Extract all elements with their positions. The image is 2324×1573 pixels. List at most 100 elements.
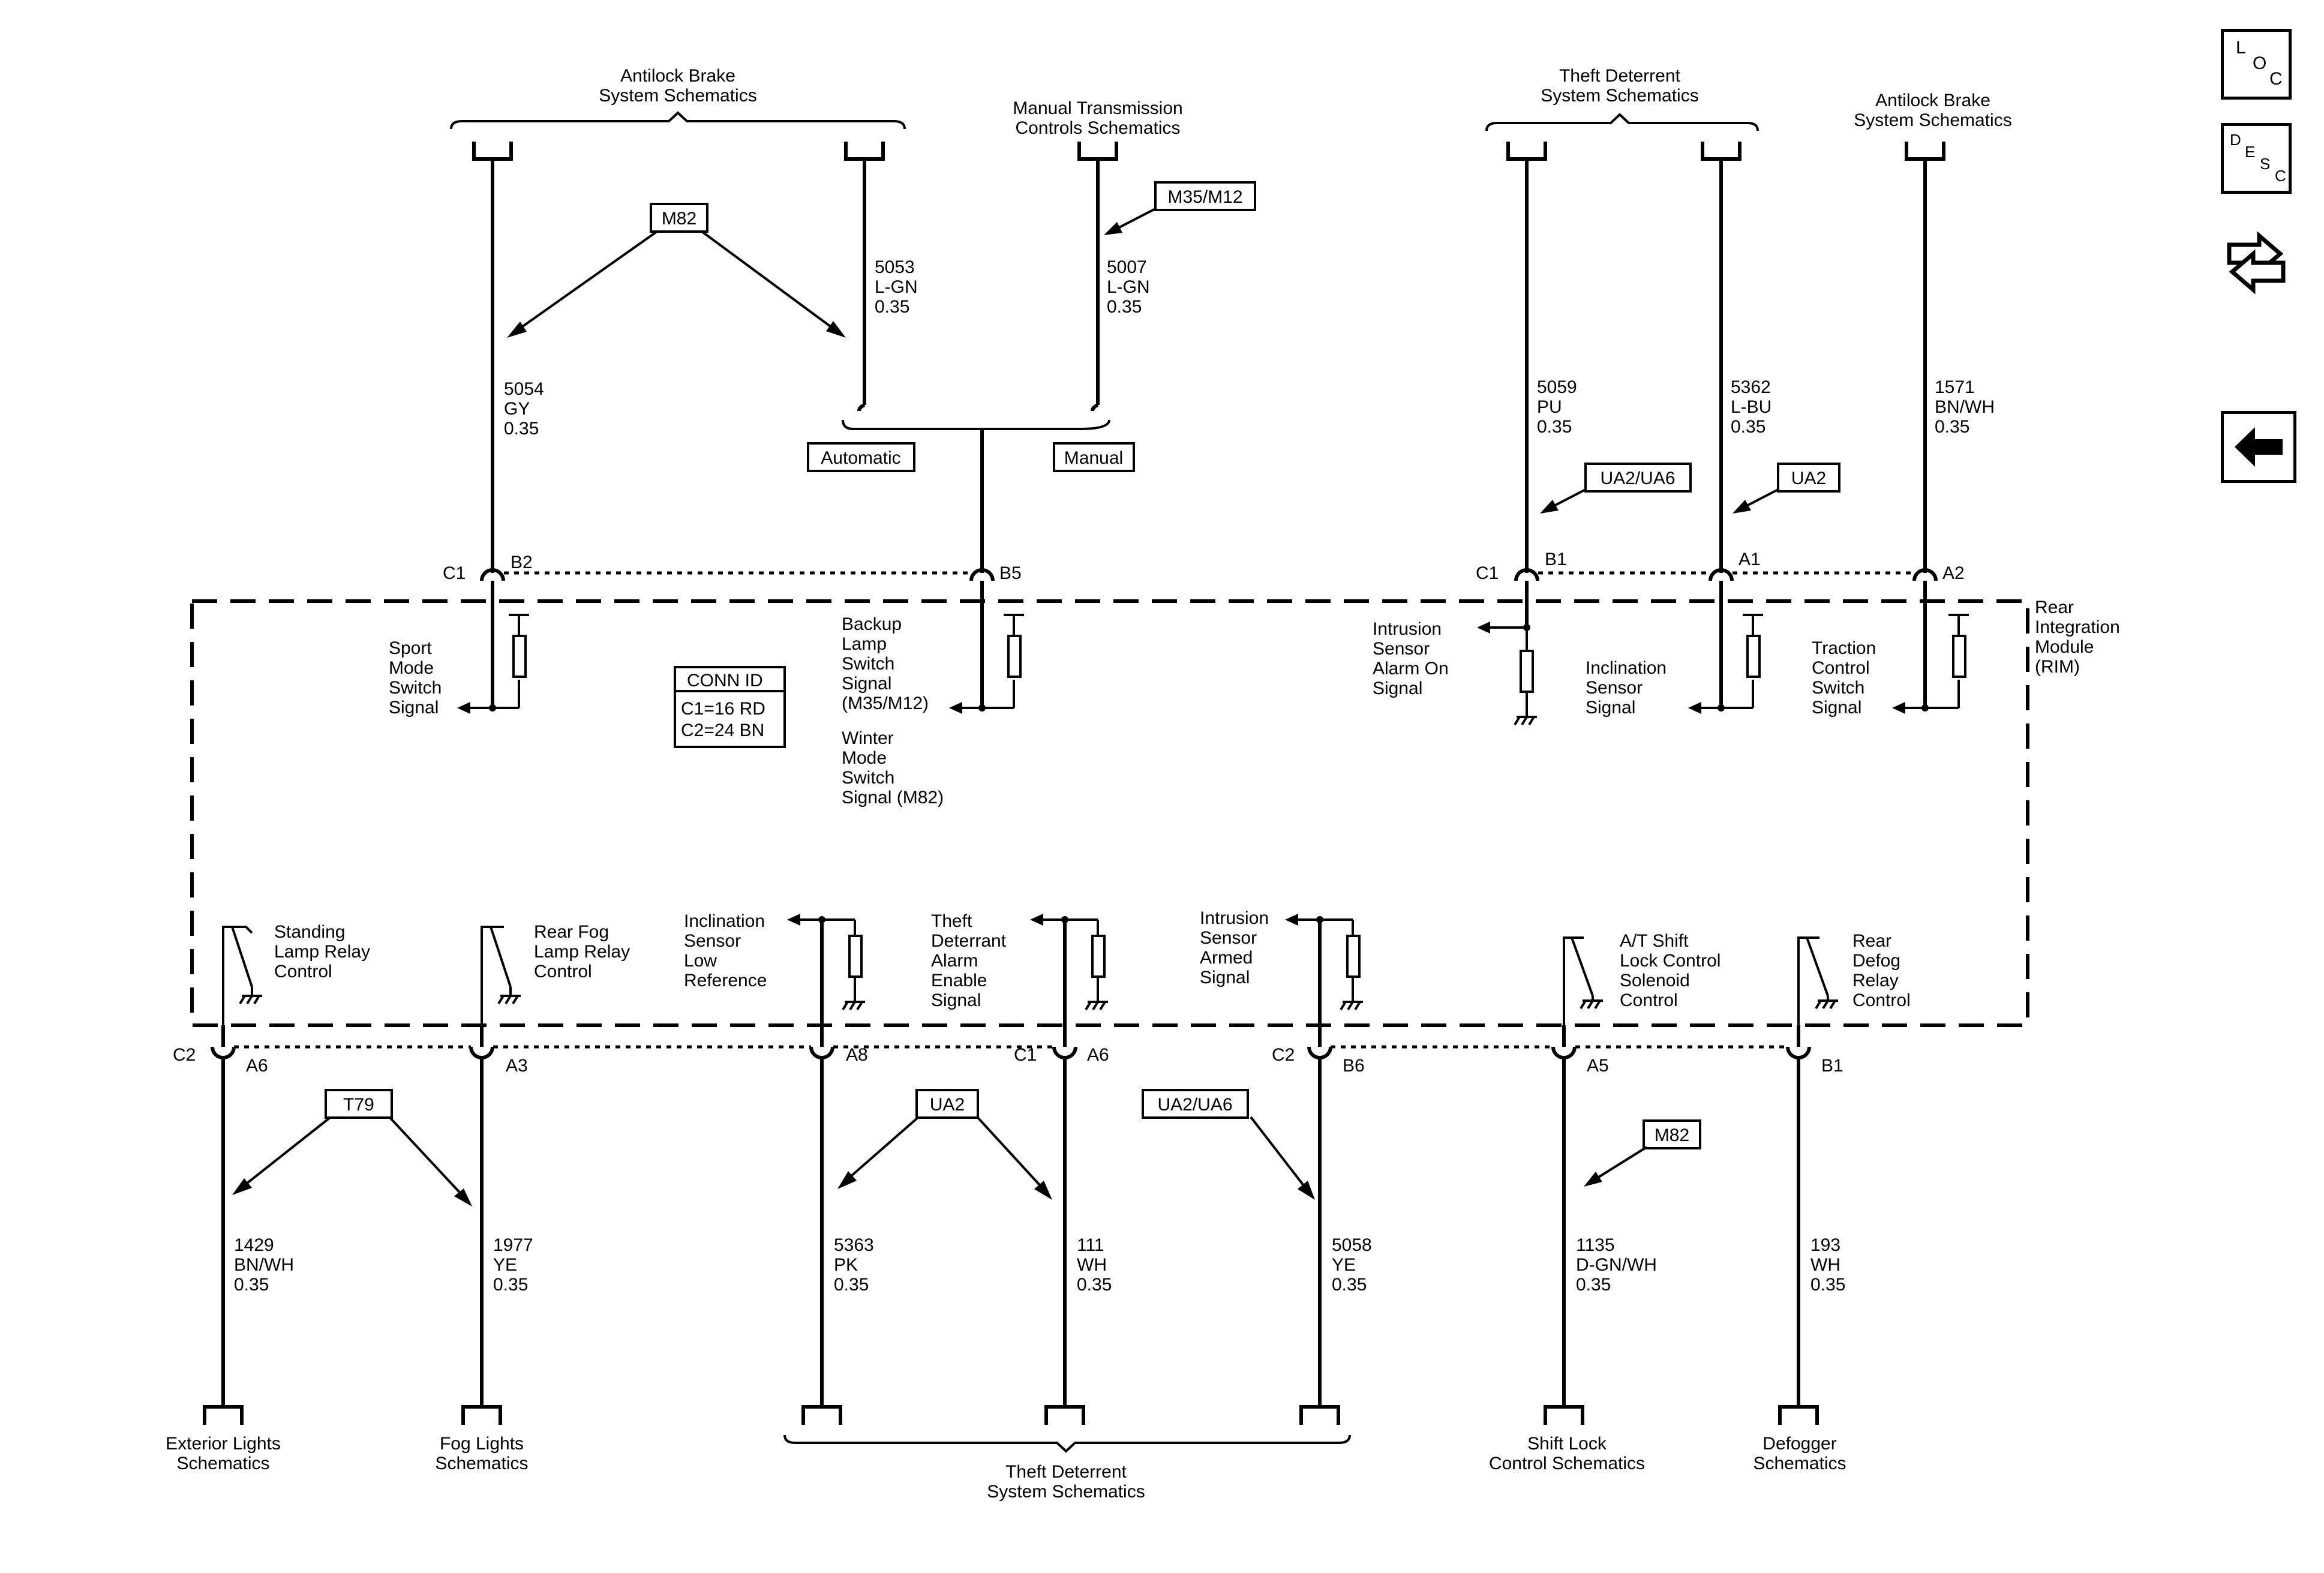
- back-arrow-button[interactable]: [2221, 411, 2296, 483]
- svg-text:Alarm On: Alarm On: [1373, 659, 1449, 679]
- svg-text:Sport: Sport: [389, 638, 432, 658]
- svg-text:Lamp Relay: Lamp Relay: [274, 942, 370, 962]
- svg-text:M82: M82: [662, 209, 696, 229]
- loc-button[interactable]: L O C: [2221, 29, 2292, 100]
- svg-text:BN/WH: BN/WH: [1935, 397, 1995, 417]
- desc-d: D: [2230, 131, 2241, 149]
- svg-text:C1: C1: [443, 563, 466, 583]
- svg-text:Switch: Switch: [842, 768, 894, 788]
- ua2-ua6-bottom-callout: UA2/UA6: [1142, 1089, 1315, 1200]
- svg-text:C2=24 BN: C2=24 BN: [681, 721, 764, 740]
- m82-bottom-callout: M82: [1584, 1119, 1701, 1187]
- theft-alarm-circuit: [1030, 914, 1108, 1047]
- sport-mode-circuit: [457, 581, 529, 714]
- svg-text:Sensor: Sensor: [684, 931, 741, 951]
- svg-text:Reference: Reference: [684, 971, 767, 990]
- svg-text:Enable: Enable: [931, 971, 987, 990]
- desc-button[interactable]: D E S C: [2221, 123, 2292, 194]
- svg-text:Signal: Signal: [389, 698, 439, 718]
- svg-text:Theft Deterrent: Theft Deterrent: [1005, 1462, 1127, 1482]
- traction-control-circuit: [1892, 581, 1969, 714]
- svg-text:A3: A3: [506, 1056, 528, 1076]
- rear-defog-label: Rear Defog Relay Control: [1852, 931, 1911, 1010]
- abs-left-destination: Antilock Brake System Schematics: [450, 66, 906, 130]
- backup-lamp-circuit: [949, 581, 1024, 714]
- bottom-terminals: [203, 1405, 1819, 1425]
- svg-text:YE: YE: [1332, 1255, 1356, 1275]
- svg-text:0.35: 0.35: [1332, 1275, 1367, 1295]
- svg-text:A5: A5: [1587, 1056, 1609, 1076]
- wire-5007-label: 5007 L-GN 0.35: [1107, 257, 1150, 317]
- svg-text:Control: Control: [1620, 990, 1678, 1010]
- svg-text:Traction: Traction: [1812, 638, 1876, 658]
- svg-text:A1: A1: [1739, 550, 1761, 569]
- svg-text:L-BU: L-BU: [1731, 397, 1771, 417]
- wire-5362-label: 5362 L-BU 0.35: [1731, 377, 1771, 437]
- winter-mode-label: Winter Mode Switch Signal (M82): [842, 728, 944, 807]
- intrusion-alarm-label: Intrusion Sensor Alarm On Signal: [1373, 619, 1449, 698]
- wire-111-label: 111 WH 0.35: [1077, 1235, 1112, 1295]
- exterior-lights-destination: Exterior Lights Schematics: [166, 1434, 281, 1473]
- svg-text:0.35: 0.35: [1576, 1275, 1611, 1295]
- svg-text:A2: A2: [1942, 563, 1965, 583]
- wire-5054-label: 5054 GY 0.35: [504, 379, 544, 439]
- svg-text:0.35: 0.35: [1935, 417, 1969, 437]
- fog-lights-destination: Fog Lights Schematics: [435, 1434, 528, 1473]
- standing-lamp-circuit: [221, 926, 262, 1047]
- automatic-option-box: Automatic: [807, 442, 915, 472]
- svg-text:Mode: Mode: [842, 748, 887, 768]
- svg-text:UA2/UA6: UA2/UA6: [1157, 1095, 1232, 1115]
- m82-top-callout: M82: [507, 203, 846, 338]
- ua2-ua6-top-callout: UA2/UA6: [1540, 463, 1692, 514]
- t79-callout: T79: [232, 1089, 472, 1206]
- svg-text:Lock Control: Lock Control: [1620, 951, 1721, 971]
- theft-bottom-destination: Theft Deterrent System Schematics: [783, 1434, 1351, 1502]
- svg-text:Intrusion: Intrusion: [1373, 619, 1442, 639]
- svg-text:System Schematics: System Schematics: [987, 1482, 1145, 1502]
- svg-text:1977: 1977: [493, 1235, 533, 1255]
- svg-text:B1: B1: [1821, 1056, 1843, 1076]
- svg-text:Antilock Brake: Antilock Brake: [620, 66, 735, 86]
- svg-text:M35/M12: M35/M12: [1167, 187, 1242, 207]
- svg-text:Rear: Rear: [2035, 598, 2074, 617]
- svg-text:Low: Low: [684, 951, 717, 971]
- svg-text:UA2: UA2: [1791, 469, 1826, 488]
- svg-text:Relay: Relay: [1852, 971, 1899, 990]
- wire-5059-label: 5059 PU 0.35: [1537, 377, 1577, 437]
- wire-193-label: 193 WH 0.35: [1810, 1235, 1845, 1295]
- svg-text:Signal: Signal: [1200, 968, 1250, 987]
- svg-text:(RIM): (RIM): [2035, 657, 2080, 677]
- svg-text:Control: Control: [534, 962, 592, 981]
- svg-text:B6: B6: [1343, 1056, 1365, 1076]
- theft-top-destination: Theft Deterrent System Schematics: [1485, 66, 1759, 131]
- top-wires: [491, 159, 1927, 573]
- svg-text:Mode: Mode: [389, 658, 434, 678]
- svg-text:5053: 5053: [875, 257, 915, 277]
- svg-text:UA2: UA2: [930, 1095, 965, 1115]
- svg-text:Schematics: Schematics: [1753, 1454, 1846, 1473]
- svg-text:C1=16 RD: C1=16 RD: [681, 699, 765, 719]
- svg-text:B5: B5: [999, 563, 1022, 583]
- svg-text:Signal: Signal: [931, 990, 981, 1010]
- intrusion-armed-label: Intrusion Sensor Armed Signal: [1200, 908, 1269, 987]
- svg-text:193: 193: [1810, 1235, 1840, 1255]
- svg-text:B1: B1: [1545, 550, 1567, 569]
- module-name: Rear Integration Module (RIM): [2035, 598, 2120, 677]
- ua2-bottom-callout: UA2: [837, 1089, 1052, 1200]
- svg-text:Rear Fog: Rear Fog: [534, 922, 609, 942]
- connector-icon[interactable]: [2223, 221, 2289, 299]
- svg-text:0.35: 0.35: [504, 419, 539, 439]
- svg-text:C1: C1: [1476, 563, 1499, 583]
- wire-1135-label: 1135 D-GN/WH 0.35: [1576, 1235, 1657, 1295]
- svg-text:UA2/UA6: UA2/UA6: [1600, 469, 1675, 488]
- rear-fog-circuit: [480, 926, 521, 1047]
- svg-text:PK: PK: [834, 1255, 858, 1275]
- svg-text:111: 111: [1077, 1235, 1104, 1255]
- svg-text:Fog Lights: Fog Lights: [440, 1434, 524, 1454]
- svg-text:Theft: Theft: [931, 911, 972, 931]
- top-connector-c1: C1 B2 B5 C1 B1 A1 A2: [443, 550, 1965, 583]
- svg-text:Manual: Manual: [1064, 448, 1123, 468]
- svg-text:T79: T79: [343, 1095, 374, 1115]
- back-arrow-icon: [2235, 427, 2283, 467]
